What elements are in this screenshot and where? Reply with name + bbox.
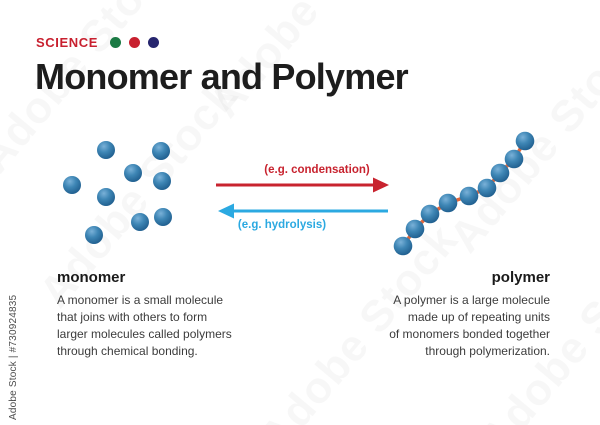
- polymer-sphere: [405, 219, 425, 239]
- monomer-cluster: [63, 141, 172, 244]
- polymer-section: polymer A polymer is a large molecule ma…: [370, 269, 550, 360]
- navy-dot-icon: [148, 37, 159, 48]
- polymer-sphere: [393, 236, 413, 256]
- polymer-sphere: [459, 186, 479, 206]
- monomer-sphere: [97, 188, 115, 206]
- red-dot-icon: [129, 37, 140, 48]
- polymer-sphere: [438, 193, 458, 213]
- monomer-description: A monomer is a small molecule that joins…: [57, 293, 232, 358]
- monomer-sphere: [97, 141, 115, 159]
- condensation-arrow: [216, 177, 389, 193]
- monomer-sphere: [153, 172, 171, 190]
- monomer-sphere: [85, 226, 103, 244]
- monomer-sphere: [131, 213, 149, 231]
- polymer-sphere: [504, 149, 524, 169]
- polymer-sphere: [477, 178, 497, 198]
- green-dot-icon: [110, 37, 121, 48]
- monomer-sphere: [63, 176, 81, 194]
- monomer-sphere: [154, 208, 172, 226]
- hydrolysis-arrowhead-icon: [218, 203, 234, 219]
- monomer-sphere: [124, 164, 142, 182]
- polymer-sphere: [490, 163, 510, 183]
- polymer-sphere: [515, 131, 535, 151]
- hydrolysis-arrow: [218, 203, 388, 219]
- monomer-heading: monomer: [57, 269, 126, 286]
- category-label: SCIENCE: [36, 35, 98, 50]
- condensation-label: (e.g. condensation): [264, 164, 370, 176]
- page-title: Monomer and Polymer: [35, 56, 409, 97]
- polymer-sphere: [420, 204, 440, 224]
- category-dots: [110, 37, 167, 48]
- monomer-section: monomer A monomer is a small molecule th…: [57, 269, 237, 360]
- polymer-description: A polymer is a large molecule made up of…: [389, 293, 550, 358]
- condensation-arrowhead-icon: [373, 177, 389, 193]
- hydrolysis-label: (e.g. hydrolysis): [237, 219, 327, 231]
- header: SCIENCE: [36, 35, 167, 50]
- monomer-sphere: [152, 142, 170, 160]
- polymer-heading: polymer: [491, 269, 550, 286]
- polymer-chain: [393, 131, 535, 256]
